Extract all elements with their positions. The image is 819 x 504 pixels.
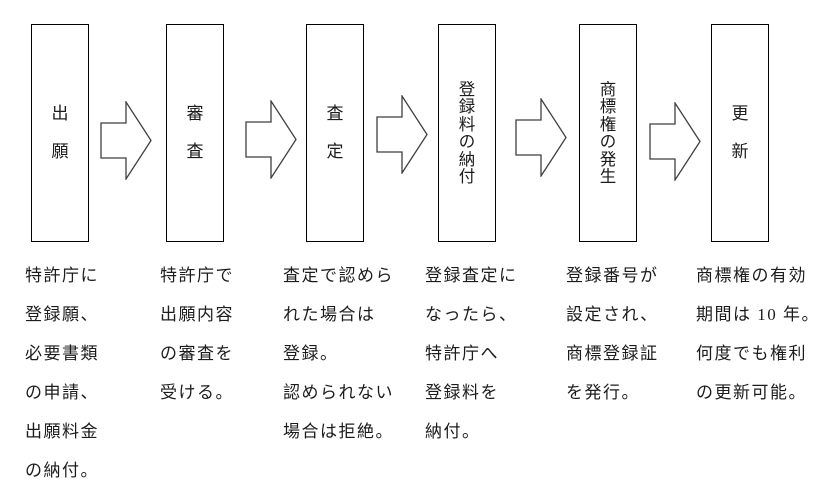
flow-box-fee-payment: 登 録 料 の 納 付 xyxy=(438,24,496,242)
arrow-right-icon xyxy=(245,100,297,179)
flow-box-examination: 審 査 xyxy=(166,24,224,242)
step-description-examination: 特許庁で 出願内容 の審査を 受ける。 xyxy=(160,266,234,402)
arrow-right-icon xyxy=(515,98,567,177)
arrow-right-icon xyxy=(376,95,428,174)
step-description-application: 特許庁に 登録願、 必要書類 の申請、 出願料金 の納付。 xyxy=(25,266,99,480)
flow-box-right-establishment-label: 商 標 権 の 発 生 xyxy=(599,79,617,186)
flow-box-decision: 査 定 xyxy=(306,24,364,242)
step-description-decision: 査定で認めら れた場合は 登録。 認められない 場合は拒絶。 xyxy=(283,266,394,441)
flow-box-examination-label: 審 査 xyxy=(186,104,204,161)
step-description-renewal: 商標権の有効 期間は 10 年。 何度でも権利 の更新可能。 xyxy=(696,266,819,402)
flow-box-application-label: 出 願 xyxy=(51,104,69,161)
flow-box-renewal: 更 新 xyxy=(711,24,769,242)
flow-box-fee-payment-label: 登 録 料 の 納 付 xyxy=(458,79,476,186)
flow-box-renewal-label: 更 新 xyxy=(731,104,749,161)
step-description-fee-payment: 登録査定に なったら、 特許庁へ 登録料を 納付。 xyxy=(425,266,518,441)
flow-box-decision-label: 査 定 xyxy=(326,104,344,161)
arrow-right-icon xyxy=(100,101,152,180)
step-description-right-establishment: 登録番号が 設定され、 商標登録証 を発行。 xyxy=(566,266,659,402)
flow-box-application: 出 願 xyxy=(31,24,89,242)
flow-box-right-establishment: 商 標 権 の 発 生 xyxy=(579,24,637,242)
arrow-right-icon xyxy=(649,102,701,181)
